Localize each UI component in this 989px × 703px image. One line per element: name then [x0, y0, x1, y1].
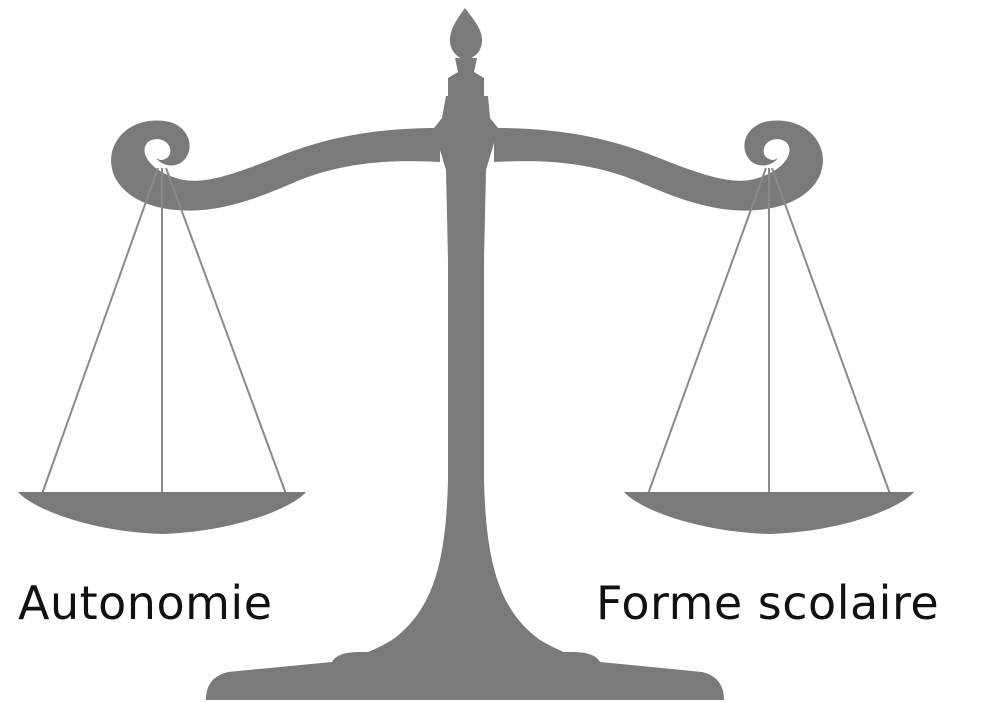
scale-finial-neck [448, 58, 484, 96]
left-pan-label: Autonomie [18, 580, 273, 626]
scale-beam [111, 120, 440, 210]
scale-column [352, 96, 580, 660]
left-pan [18, 492, 306, 534]
right-pan-label: Forme scolaire [596, 580, 939, 626]
right-pan-strings [648, 168, 890, 494]
scale-beam-right [494, 120, 823, 210]
right-pan [624, 492, 914, 534]
left-pan-strings [42, 168, 286, 494]
scale-base [206, 652, 724, 700]
scale-finial [450, 8, 482, 60]
